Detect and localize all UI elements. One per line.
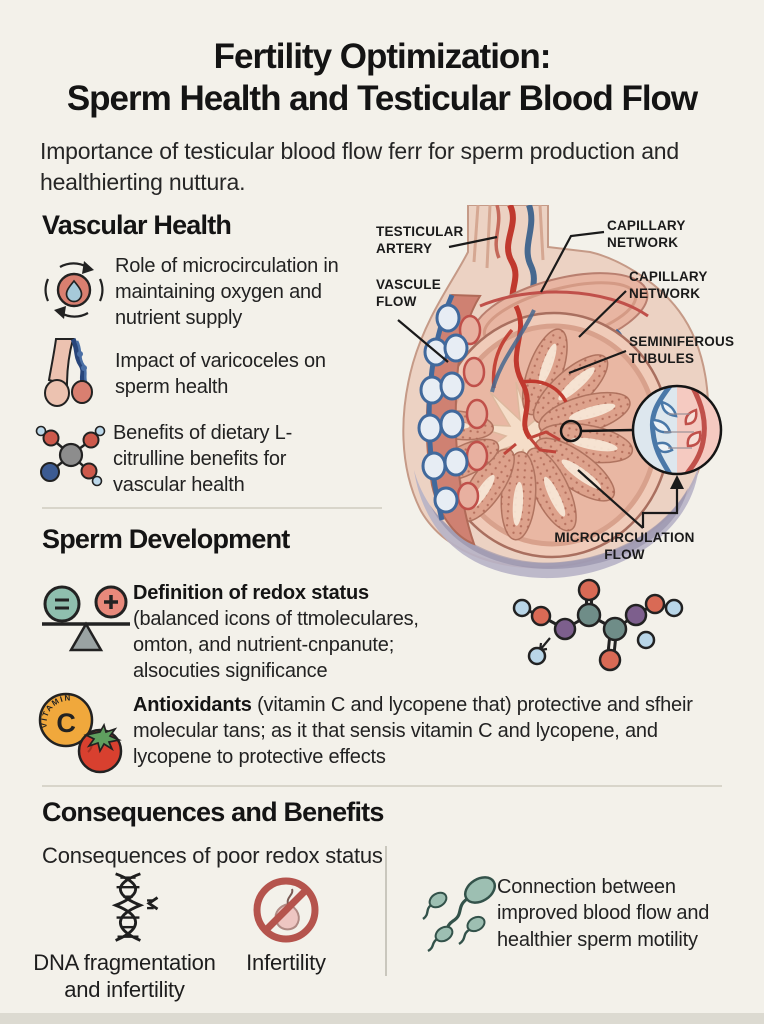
redox-balance-icon <box>42 585 130 652</box>
testis-illustration <box>397 205 723 579</box>
label-microcirculation-flow: MICROCIRCULATION FLOW <box>554 530 695 562</box>
dna-fragmentation-label: DNA fragmentation and infertility <box>33 950 216 1002</box>
sperm-dev-item-2-text: Antioxidants (vitamin C and lycopene tha… <box>133 692 708 770</box>
microcirculation-inset <box>631 384 723 476</box>
bottom-divider <box>385 846 387 976</box>
sperm-dev-item-2-lead: Antioxidants <box>133 694 252 716</box>
citrulline-molecule-icon <box>35 425 106 487</box>
varicocele-icon <box>44 338 93 407</box>
sperm-dev-item-1-lead: Definition of redox status <box>133 582 369 604</box>
circulation-droplet-icon <box>44 261 104 319</box>
spermatic-cord <box>472 205 545 269</box>
label-capillary-network-1: CAPILLARY NETWORK <box>607 218 686 250</box>
droplet-icon <box>65 279 83 303</box>
benefit-text: Connection between improved blood flow a… <box>497 876 710 951</box>
sperm-dev-item-1-rest: (balanced icons of ttmoleculares, omton,… <box>133 608 419 682</box>
pampiniform-plexus <box>417 293 489 546</box>
infertility-label: Infertility <box>246 950 326 975</box>
label-vascule-flow: VASCULE FLOW <box>376 277 441 309</box>
section-divider-2 <box>42 785 722 787</box>
molecule-graphic <box>512 578 684 672</box>
label-seminiferous-tubules: SEMINIFEROUS TUBULES <box>629 334 735 366</box>
vascular-item-2-text: Impact of varicoceles on sperm health <box>115 350 326 398</box>
label-connectors <box>397 230 679 529</box>
page-subtitle: Importance of testicular blood flow ferr… <box>40 138 679 195</box>
page-title-line2: Sperm Health and Testicular Blood Flow <box>66 79 698 118</box>
section-divider-1 <box>42 507 382 509</box>
arrow-up-icon <box>670 475 684 489</box>
consequences-subheading: Consequences of poor redox status <box>42 843 383 868</box>
vascular-health-heading: Vascular Health <box>42 210 232 240</box>
label-capillary-network-2: CAPILLARY NETWORK <box>629 269 708 301</box>
page-title: Fertility Optimization: Sperm Health and… <box>0 36 764 120</box>
vascular-item-1-text: Role of microcirculation in maintaining … <box>115 255 339 329</box>
vascular-item-3-text: Benefits of dietary L-citrulline benefit… <box>113 422 293 496</box>
sperm-dev-item-1-text: Definition of redox status (balanced ico… <box>133 580 443 684</box>
page-title-line1: Fertility Optimization: <box>213 37 552 76</box>
vitamin-c-tomato-icon: VITAMIN C <box>38 692 123 774</box>
sperm-dev-item-2-rest: (vitamin C and lycopene that) protective… <box>133 694 693 768</box>
sperm-cells-icon <box>422 876 497 953</box>
vitamin-c-letter: C <box>56 708 75 738</box>
dna-fragmentation-icon <box>111 872 159 942</box>
consequences-heading: Consequences and Benefits <box>42 797 384 827</box>
infertility-prohibited-icon <box>253 877 319 943</box>
label-testicular-artery: TESTICULAR ARTERY <box>376 224 464 256</box>
sperm-development-heading: Sperm Development <box>42 524 290 554</box>
page-bottom-edge <box>0 1013 764 1024</box>
